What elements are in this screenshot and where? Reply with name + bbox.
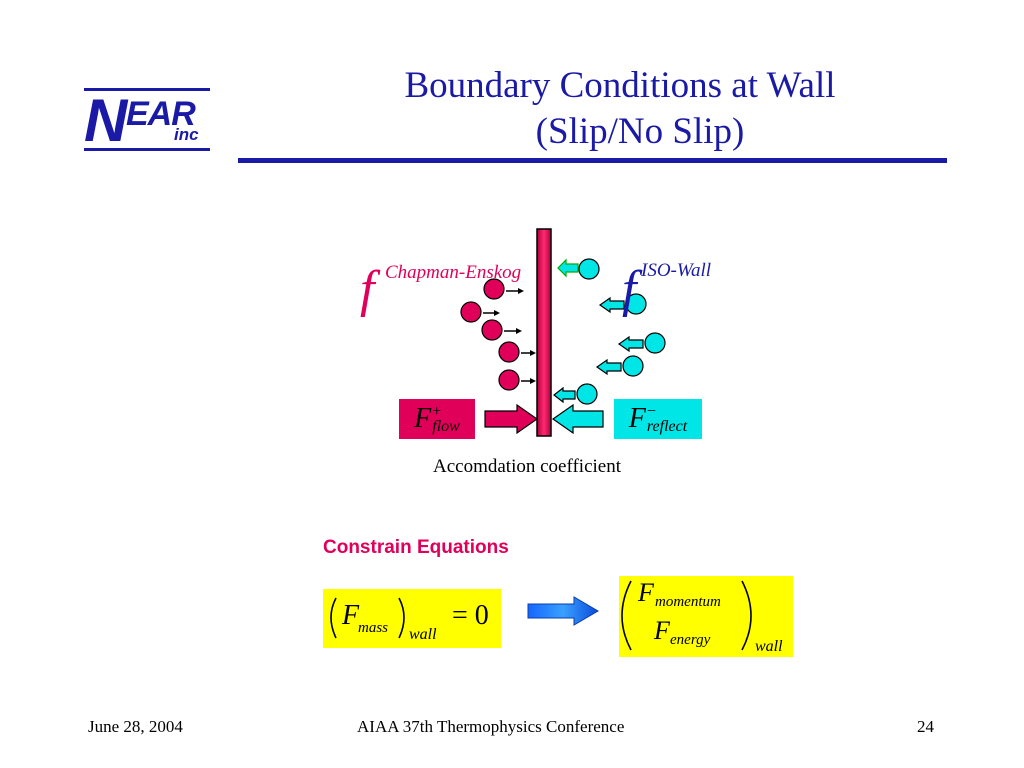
f-chapman-enskog-symbol: f [360, 261, 375, 318]
chapman-enskog-label: Chapman-Enskog [385, 262, 522, 283]
eq2-F-energy: F [654, 616, 670, 645]
flux-flow-box [399, 399, 475, 439]
reflect-arrow [551, 403, 604, 435]
flux-flow-sub: flow [432, 418, 460, 435]
flow-arrow [484, 403, 539, 435]
slide-title-line1: Boundary Conditions at Wall [404, 65, 836, 106]
slide-title-line2: (Slip/No Slip) [535, 111, 745, 152]
magenta-particle [498, 369, 536, 391]
magenta-particle [460, 301, 500, 323]
flux-reflect-sup: − [646, 403, 656, 420]
eq1-left-paren [330, 597, 337, 639]
logo-bottom-rule [84, 148, 210, 151]
cyan-particle [595, 355, 644, 377]
logo-letter-n: N [84, 87, 128, 154]
flux-reflect-box [614, 399, 702, 439]
eq2-right-paren [741, 580, 752, 651]
flux-flow-scripts: + flow [432, 403, 460, 435]
cyan-particle [553, 383, 598, 405]
f-iso-wall-symbol: f [622, 261, 637, 318]
eq2-box [619, 576, 793, 657]
flux-flow-label: F + flow [399, 399, 475, 439]
magenta-particle [483, 278, 524, 300]
eq2-sub-energy: energy [670, 632, 711, 648]
eq1-F: F [342, 600, 360, 631]
eq1-sub-wall: wall [409, 626, 437, 643]
magenta-particle [481, 319, 522, 341]
eq2-left-paren [621, 580, 632, 651]
flux-reflect-main: F [628, 403, 646, 434]
eq1-rhs: = 0 [452, 600, 489, 631]
flux-reflect-label: F − reflect [614, 399, 702, 439]
implies-arrow [527, 596, 599, 626]
cyan-particle [598, 293, 647, 315]
wall-bar [536, 228, 552, 437]
flux-reflect-scripts: − reflect [646, 403, 688, 435]
eq1-box [323, 589, 501, 648]
reflected-particles [553, 258, 666, 405]
footer-conference: AIAA 37th Thermophysics Conference [357, 717, 625, 736]
logo-letters-inc: inc [174, 125, 199, 144]
accommodation-caption: Accomdation coefficient [433, 456, 621, 477]
eq1-right-paren [398, 597, 405, 639]
title-underline [238, 158, 947, 163]
logo-letters-ear: EAR [126, 95, 196, 133]
logo-top-rule [84, 88, 210, 91]
cyan-particle [617, 332, 666, 354]
near-inc-logo: N EAR inc [84, 88, 210, 154]
eq2-F-momentum: F [638, 578, 654, 607]
incoming-particles [460, 278, 536, 391]
eq1-sub-mass: mass [358, 620, 389, 636]
eq2-sub-wall: wall [755, 638, 783, 655]
iso-wall-label: ISO-Wall [641, 260, 712, 281]
footer-date: June 28, 2004 [88, 717, 183, 736]
flux-reflect-sub: reflect [646, 418, 688, 435]
footer-page-number: 24 [917, 717, 934, 736]
magenta-particle [498, 341, 536, 363]
flux-flow-sup: + [432, 403, 442, 420]
eq2-sub-momentum: momentum [655, 594, 721, 610]
constrain-heading: Constrain Equations [323, 537, 509, 558]
flux-flow-main: F [414, 403, 432, 434]
cyan-particle [557, 258, 600, 280]
